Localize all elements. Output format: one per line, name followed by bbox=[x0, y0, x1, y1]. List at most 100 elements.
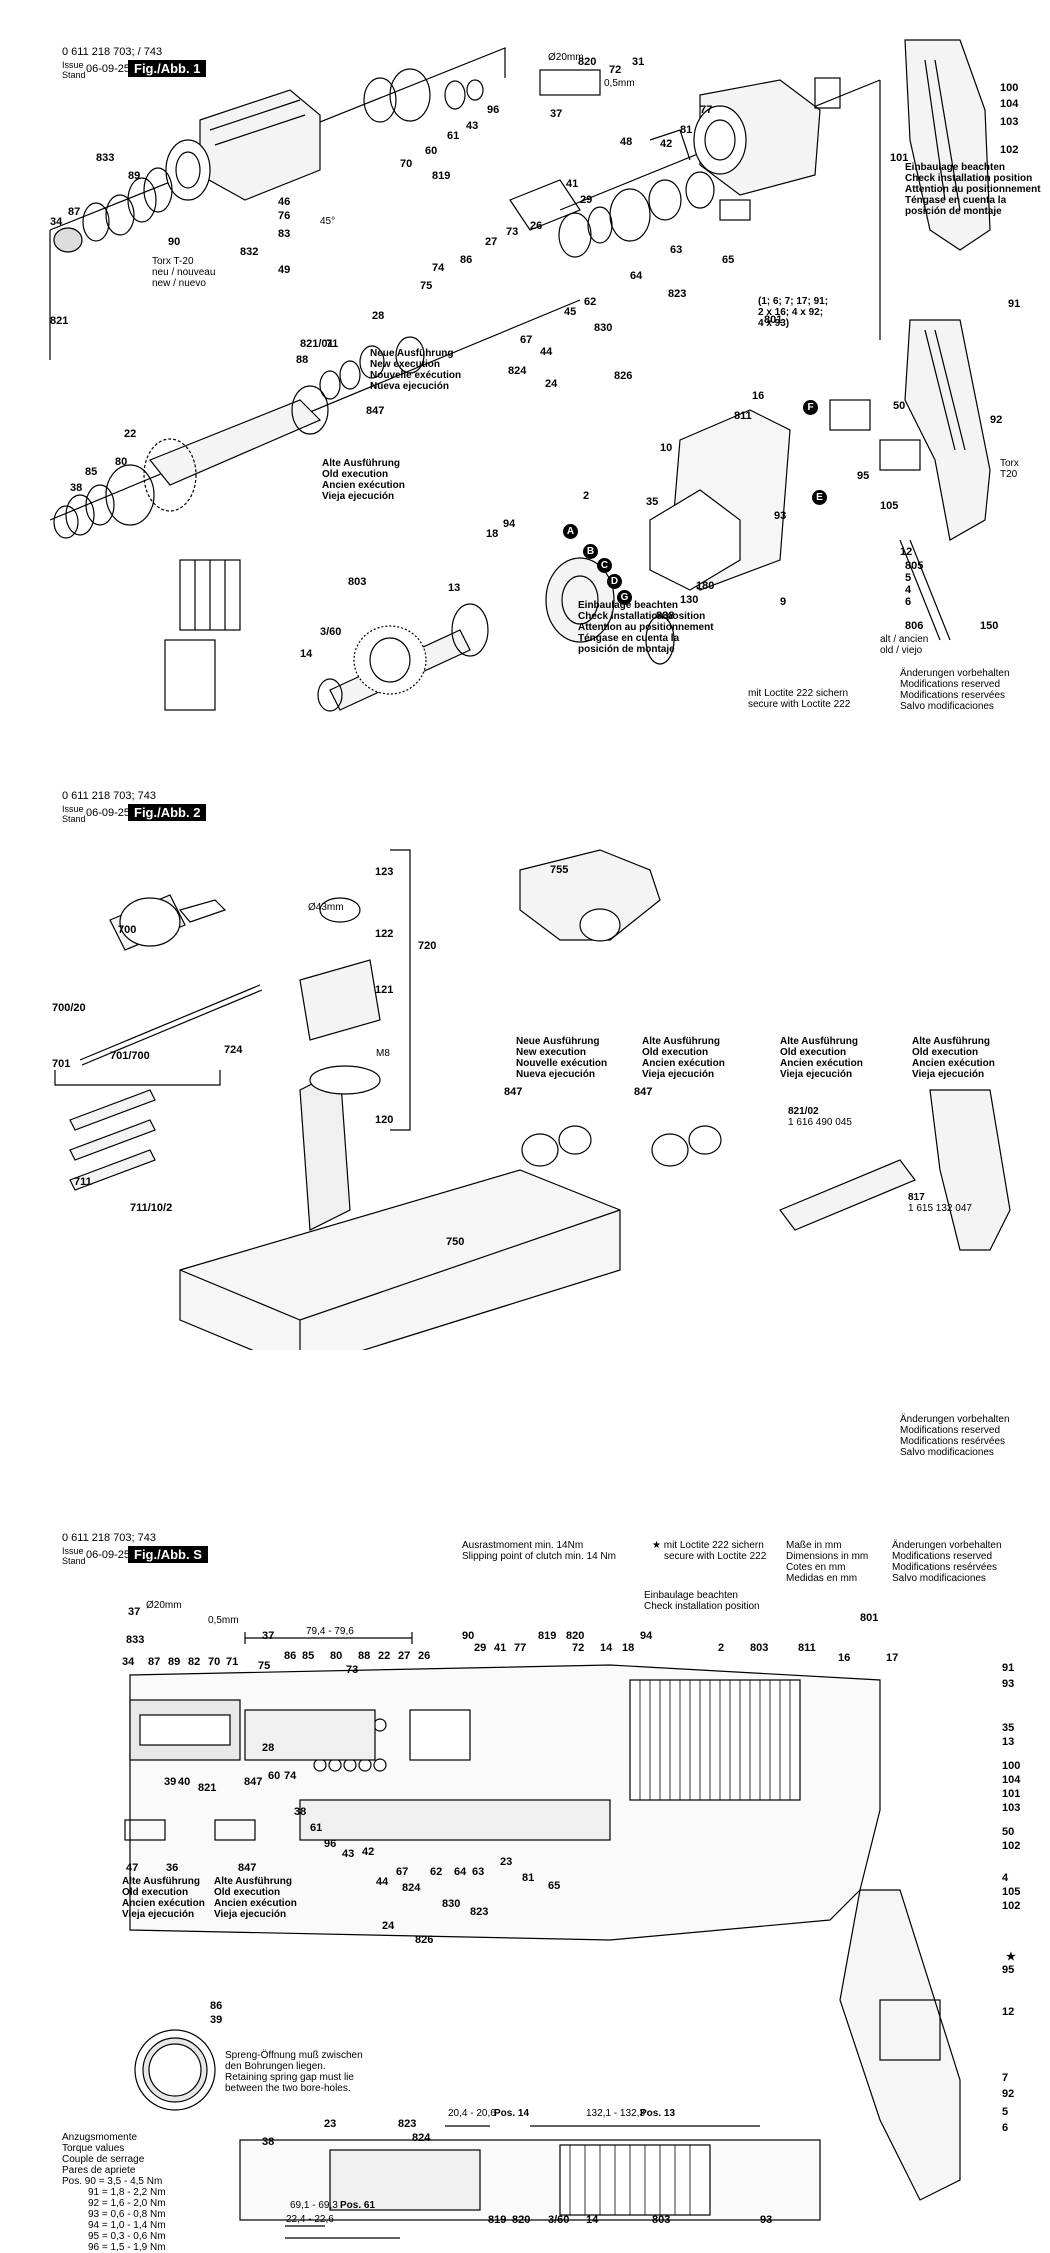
figs-drawing bbox=[124, 1632, 961, 2239]
figs-part-label: 72 bbox=[572, 1642, 585, 1654]
fig2-part-label: 724 bbox=[224, 1044, 243, 1056]
fig2-part-label: 700 bbox=[118, 924, 137, 936]
figs-part-label: 89 bbox=[168, 1656, 181, 1668]
figs-gap-diameter: Ø20mm bbox=[146, 1600, 182, 1611]
fig2-title: Fig./Abb. 2 bbox=[128, 804, 207, 821]
figs-part-label: 63 bbox=[472, 1866, 485, 1878]
fig1-part-label: 811 bbox=[734, 410, 752, 422]
figs-part-label: 24 bbox=[382, 1920, 395, 1932]
fig1-part-label: 91 bbox=[1008, 298, 1021, 310]
figs-part-label: 37 bbox=[262, 1630, 275, 1642]
fig2-part-label: 121 bbox=[375, 984, 394, 996]
fig1-part-label: 824 bbox=[508, 365, 527, 377]
fig1-part-label: 102 bbox=[1000, 144, 1019, 156]
figs-part-label: 70 bbox=[208, 1656, 221, 1668]
figs-part-label: 39 bbox=[210, 2014, 223, 2026]
fig1-angle: 45° bbox=[320, 216, 336, 227]
figs-part-label: 22 bbox=[378, 1650, 391, 1662]
fig1-part-label: 38 bbox=[70, 482, 83, 494]
fig1-part-label: 34 bbox=[50, 216, 63, 228]
fig1-part-label: 94 bbox=[503, 518, 516, 530]
fig1-part-label: 130 bbox=[680, 594, 699, 606]
fig1-part-label: 31 bbox=[632, 56, 645, 68]
fig1-part-label: 150 bbox=[980, 620, 999, 632]
doc-number: 0 611 218 703; / 743 bbox=[62, 46, 163, 58]
fig1-part-label: 62 bbox=[584, 296, 597, 308]
figs-part-label: 61 bbox=[310, 1822, 323, 1834]
fig1-part-label: 70 bbox=[400, 158, 413, 170]
figs-part-label: 91 bbox=[1002, 1662, 1015, 1674]
marker-d-icon: D bbox=[607, 574, 622, 589]
fig1-title: Fig./Abb. 1 bbox=[128, 60, 207, 77]
figs-part-label: 823 bbox=[470, 1906, 489, 1918]
figs-part-label: 103 bbox=[1002, 1802, 1021, 1814]
fig2-part-label: 120 bbox=[375, 1114, 394, 1126]
figs-part-label: 830 bbox=[442, 1898, 461, 1910]
figs-part-label: 100 bbox=[1002, 1760, 1021, 1772]
fig1-part-label: 16 bbox=[752, 390, 765, 402]
figs-part-label: 44 bbox=[376, 1876, 389, 1888]
fig2-thread: M8 bbox=[376, 1048, 390, 1059]
figs-pos61: Pos. 61 bbox=[340, 2200, 376, 2211]
fig1-part-label: 49 bbox=[278, 264, 291, 276]
fig1-part-label: 10 bbox=[660, 442, 673, 454]
figs-part-label: 74 bbox=[284, 1770, 297, 1782]
fig2-part-label: 711/10/2 bbox=[130, 1202, 173, 1214]
figs-part-label: 824 bbox=[412, 2132, 431, 2144]
fig1-part-label: 830 bbox=[594, 322, 613, 334]
figs-part-label: 847 bbox=[238, 1862, 257, 1874]
figs-part-label: 75 bbox=[258, 1660, 271, 1672]
figs-dim-pos13: 132,1 - 132,3 bbox=[586, 2108, 645, 2119]
figs-part-label: 42 bbox=[362, 1846, 375, 1858]
fig1-part-label: 806 bbox=[905, 620, 924, 632]
figs-part-label: 4 bbox=[1002, 1872, 1009, 1884]
figs-part-label: 37 bbox=[128, 1606, 141, 1618]
fig1-part-label: 71 bbox=[326, 338, 339, 350]
figs-part-label: 39 bbox=[164, 1776, 177, 1788]
marker-g-icon: G bbox=[617, 590, 632, 605]
figs-part-label: 823 bbox=[398, 2118, 417, 2130]
fig1-part-label: 22 bbox=[124, 428, 137, 440]
fig1-part-label: 93 bbox=[774, 510, 787, 522]
fig1-part-label: 821 bbox=[50, 315, 69, 327]
fig1-part-label: 28 bbox=[372, 310, 385, 322]
figs-part-label: 27 bbox=[398, 1650, 411, 1662]
fig2-part-label: 711 bbox=[74, 1176, 92, 1188]
fig1-part-label: 18 bbox=[486, 528, 499, 540]
figs-part-label: 820 bbox=[566, 1630, 585, 1642]
fig1-part-label: 64 bbox=[630, 270, 643, 282]
fig1-part-label: 13 bbox=[448, 582, 461, 594]
fig1-part-label: 42 bbox=[660, 138, 673, 150]
figs-part-label: 819 bbox=[488, 2214, 507, 2226]
fig1-part-label: 44 bbox=[540, 346, 553, 358]
marker-b-icon: B bbox=[583, 544, 598, 559]
figs-part-label: 3/60 bbox=[548, 2214, 570, 2226]
figs-part-label: 105 bbox=[1002, 1886, 1021, 1898]
fig1-part-label: 50 bbox=[893, 400, 906, 412]
fig1-part-label: 833 bbox=[96, 152, 115, 164]
figs-part-label: 17 bbox=[886, 1652, 899, 1664]
fig1-part-label: 832 bbox=[240, 246, 259, 258]
fig1-part-label: 826 bbox=[614, 370, 633, 382]
figs-part-label: 95 bbox=[1002, 1964, 1015, 1976]
figs-part-label: 14 bbox=[586, 2214, 599, 2226]
figs-part-label: 826 bbox=[415, 1934, 434, 1946]
doc-number-figs: 0 611 218 703; 743 bbox=[62, 1532, 156, 1544]
fig1-part-label: 805 bbox=[905, 560, 924, 572]
fig1-multi-ref: (1; 6; 7; 17; 91;2 x 16; 4 x 92;4 x 93) bbox=[758, 296, 829, 329]
figs-part-label: 102 bbox=[1002, 1840, 1021, 1852]
figs-dim-pos14: 20,4 - 20,6 bbox=[448, 2108, 496, 2119]
issue-label-figs: Issue bbox=[62, 1546, 84, 1556]
figs-part-label: 6 bbox=[1002, 2122, 1009, 2134]
figs-dim-pos61-b: 69,1 - 69,3 bbox=[290, 2200, 338, 2211]
fig1-part-label: 76 bbox=[278, 210, 291, 222]
